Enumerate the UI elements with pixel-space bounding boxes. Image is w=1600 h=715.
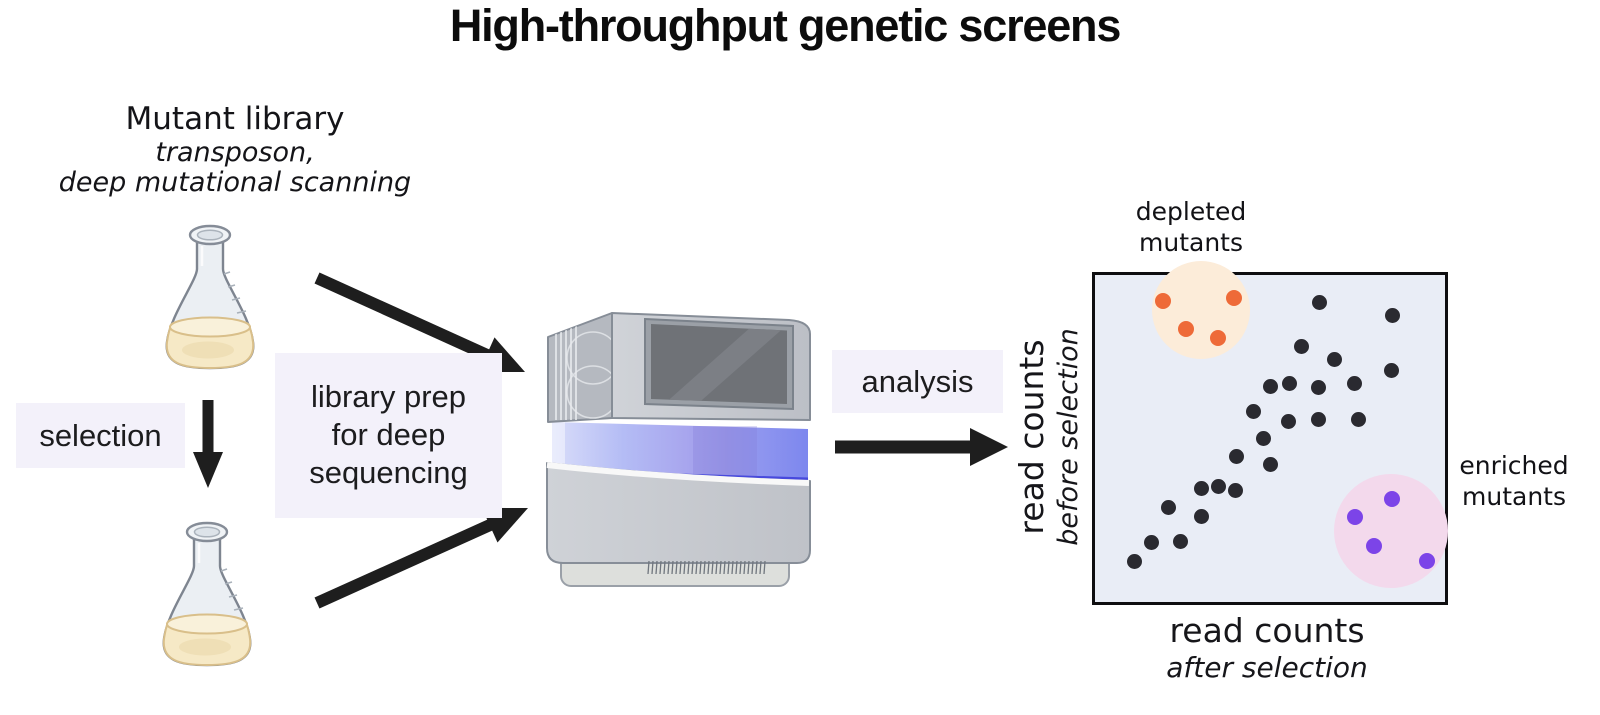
scatter-dot-mutants bbox=[1346, 375, 1362, 391]
library-prep-line3: sequencing bbox=[309, 455, 468, 490]
sequencer-illustration bbox=[546, 312, 811, 587]
scatter-dot-mutants bbox=[1281, 375, 1297, 391]
scatter-dot-enriched bbox=[1419, 553, 1435, 569]
analysis-label: analysis bbox=[832, 350, 1003, 413]
depleted-label-line2: mutants bbox=[1139, 228, 1243, 257]
diagram-title: High-throughput genetic screens bbox=[449, 0, 1122, 51]
scatter-dot-mutants bbox=[1293, 338, 1309, 354]
scatter-dot-enriched bbox=[1384, 491, 1400, 507]
scatter-dot-mutants bbox=[1326, 351, 1342, 367]
arrow-selection-down bbox=[193, 400, 223, 488]
flask-after-selection bbox=[162, 521, 252, 667]
scatter-dot-mutants bbox=[1280, 413, 1296, 429]
enriched-mutants-label: enriched mutants bbox=[1445, 450, 1583, 512]
x-axis-label: read counts bbox=[1169, 611, 1365, 650]
scatter-dot-mutants bbox=[1228, 448, 1244, 464]
enriched-label-line1: enriched bbox=[1459, 451, 1569, 480]
mutant-library-sub2: deep mutational scanning bbox=[58, 167, 412, 198]
flask-mutant-library bbox=[165, 224, 255, 370]
library-prep-line2: for deep bbox=[331, 417, 446, 452]
depleted-label-line1: depleted bbox=[1135, 197, 1247, 226]
scatter-dot-depleted bbox=[1155, 293, 1171, 309]
scatter-dot-mutants bbox=[1255, 430, 1271, 446]
mutant-library-sub1: transposon, bbox=[155, 137, 315, 168]
scatter-dot-mutants bbox=[1311, 294, 1327, 310]
selection-label: selection bbox=[16, 403, 185, 468]
scatter-dot-mutants bbox=[1262, 456, 1278, 472]
scatter-plot-area bbox=[1095, 261, 1448, 602]
scatter-dot-depleted bbox=[1178, 321, 1194, 337]
y-axis-label: read counts bbox=[1012, 339, 1051, 535]
scatter-dot-mutants bbox=[1193, 480, 1209, 496]
sequencer-base bbox=[546, 462, 811, 564]
scatter-dot-mutants bbox=[1310, 411, 1326, 427]
scatter-dot-mutants bbox=[1350, 411, 1366, 427]
sequencer-screen-unit bbox=[611, 312, 811, 421]
scatter-dot-mutants bbox=[1160, 499, 1176, 515]
highlight-circle-depleted bbox=[1152, 261, 1250, 359]
mutant-library-label: Mutant library transposon, deep mutation… bbox=[30, 100, 440, 198]
library-prep-label: library prep for deep sequencing bbox=[275, 353, 502, 518]
library-prep-line1: library prep bbox=[310, 379, 467, 414]
scatter-dot-mutants bbox=[1262, 378, 1278, 394]
sequencer-vent-comb bbox=[647, 560, 766, 575]
scatter-dot-mutants bbox=[1310, 379, 1326, 395]
scatter-dot-depleted bbox=[1210, 330, 1226, 346]
y-axis-sublabel: before selection bbox=[1053, 328, 1084, 546]
scatter-dot-mutants bbox=[1383, 362, 1399, 378]
scatter-dot-depleted bbox=[1226, 290, 1242, 306]
x-axis-sublabel: after selection bbox=[1166, 651, 1368, 684]
scatter-dot-mutants bbox=[1126, 553, 1142, 569]
scatter-dot-mutants bbox=[1245, 403, 1261, 419]
scatter-dot-mutants bbox=[1172, 533, 1188, 549]
scatter-dot-mutants bbox=[1193, 508, 1209, 524]
scatter-dot-mutants bbox=[1384, 307, 1400, 323]
arrow-analysis bbox=[835, 428, 1008, 466]
enriched-label-line2: mutants bbox=[1462, 482, 1566, 511]
depleted-mutants-label: depleted mutants bbox=[1091, 196, 1291, 258]
scatter-dot-enriched bbox=[1347, 509, 1363, 525]
mutant-library-heading: Mutant library bbox=[125, 101, 345, 137]
sequencer-top-left-face bbox=[547, 312, 613, 423]
scatter-plot-frame bbox=[1092, 261, 1448, 605]
scatter-dot-mutants bbox=[1143, 534, 1159, 550]
scatter-dot-mutants bbox=[1227, 482, 1243, 498]
scatter-dot-enriched bbox=[1366, 538, 1382, 554]
scatter-dot-mutants bbox=[1210, 478, 1226, 494]
